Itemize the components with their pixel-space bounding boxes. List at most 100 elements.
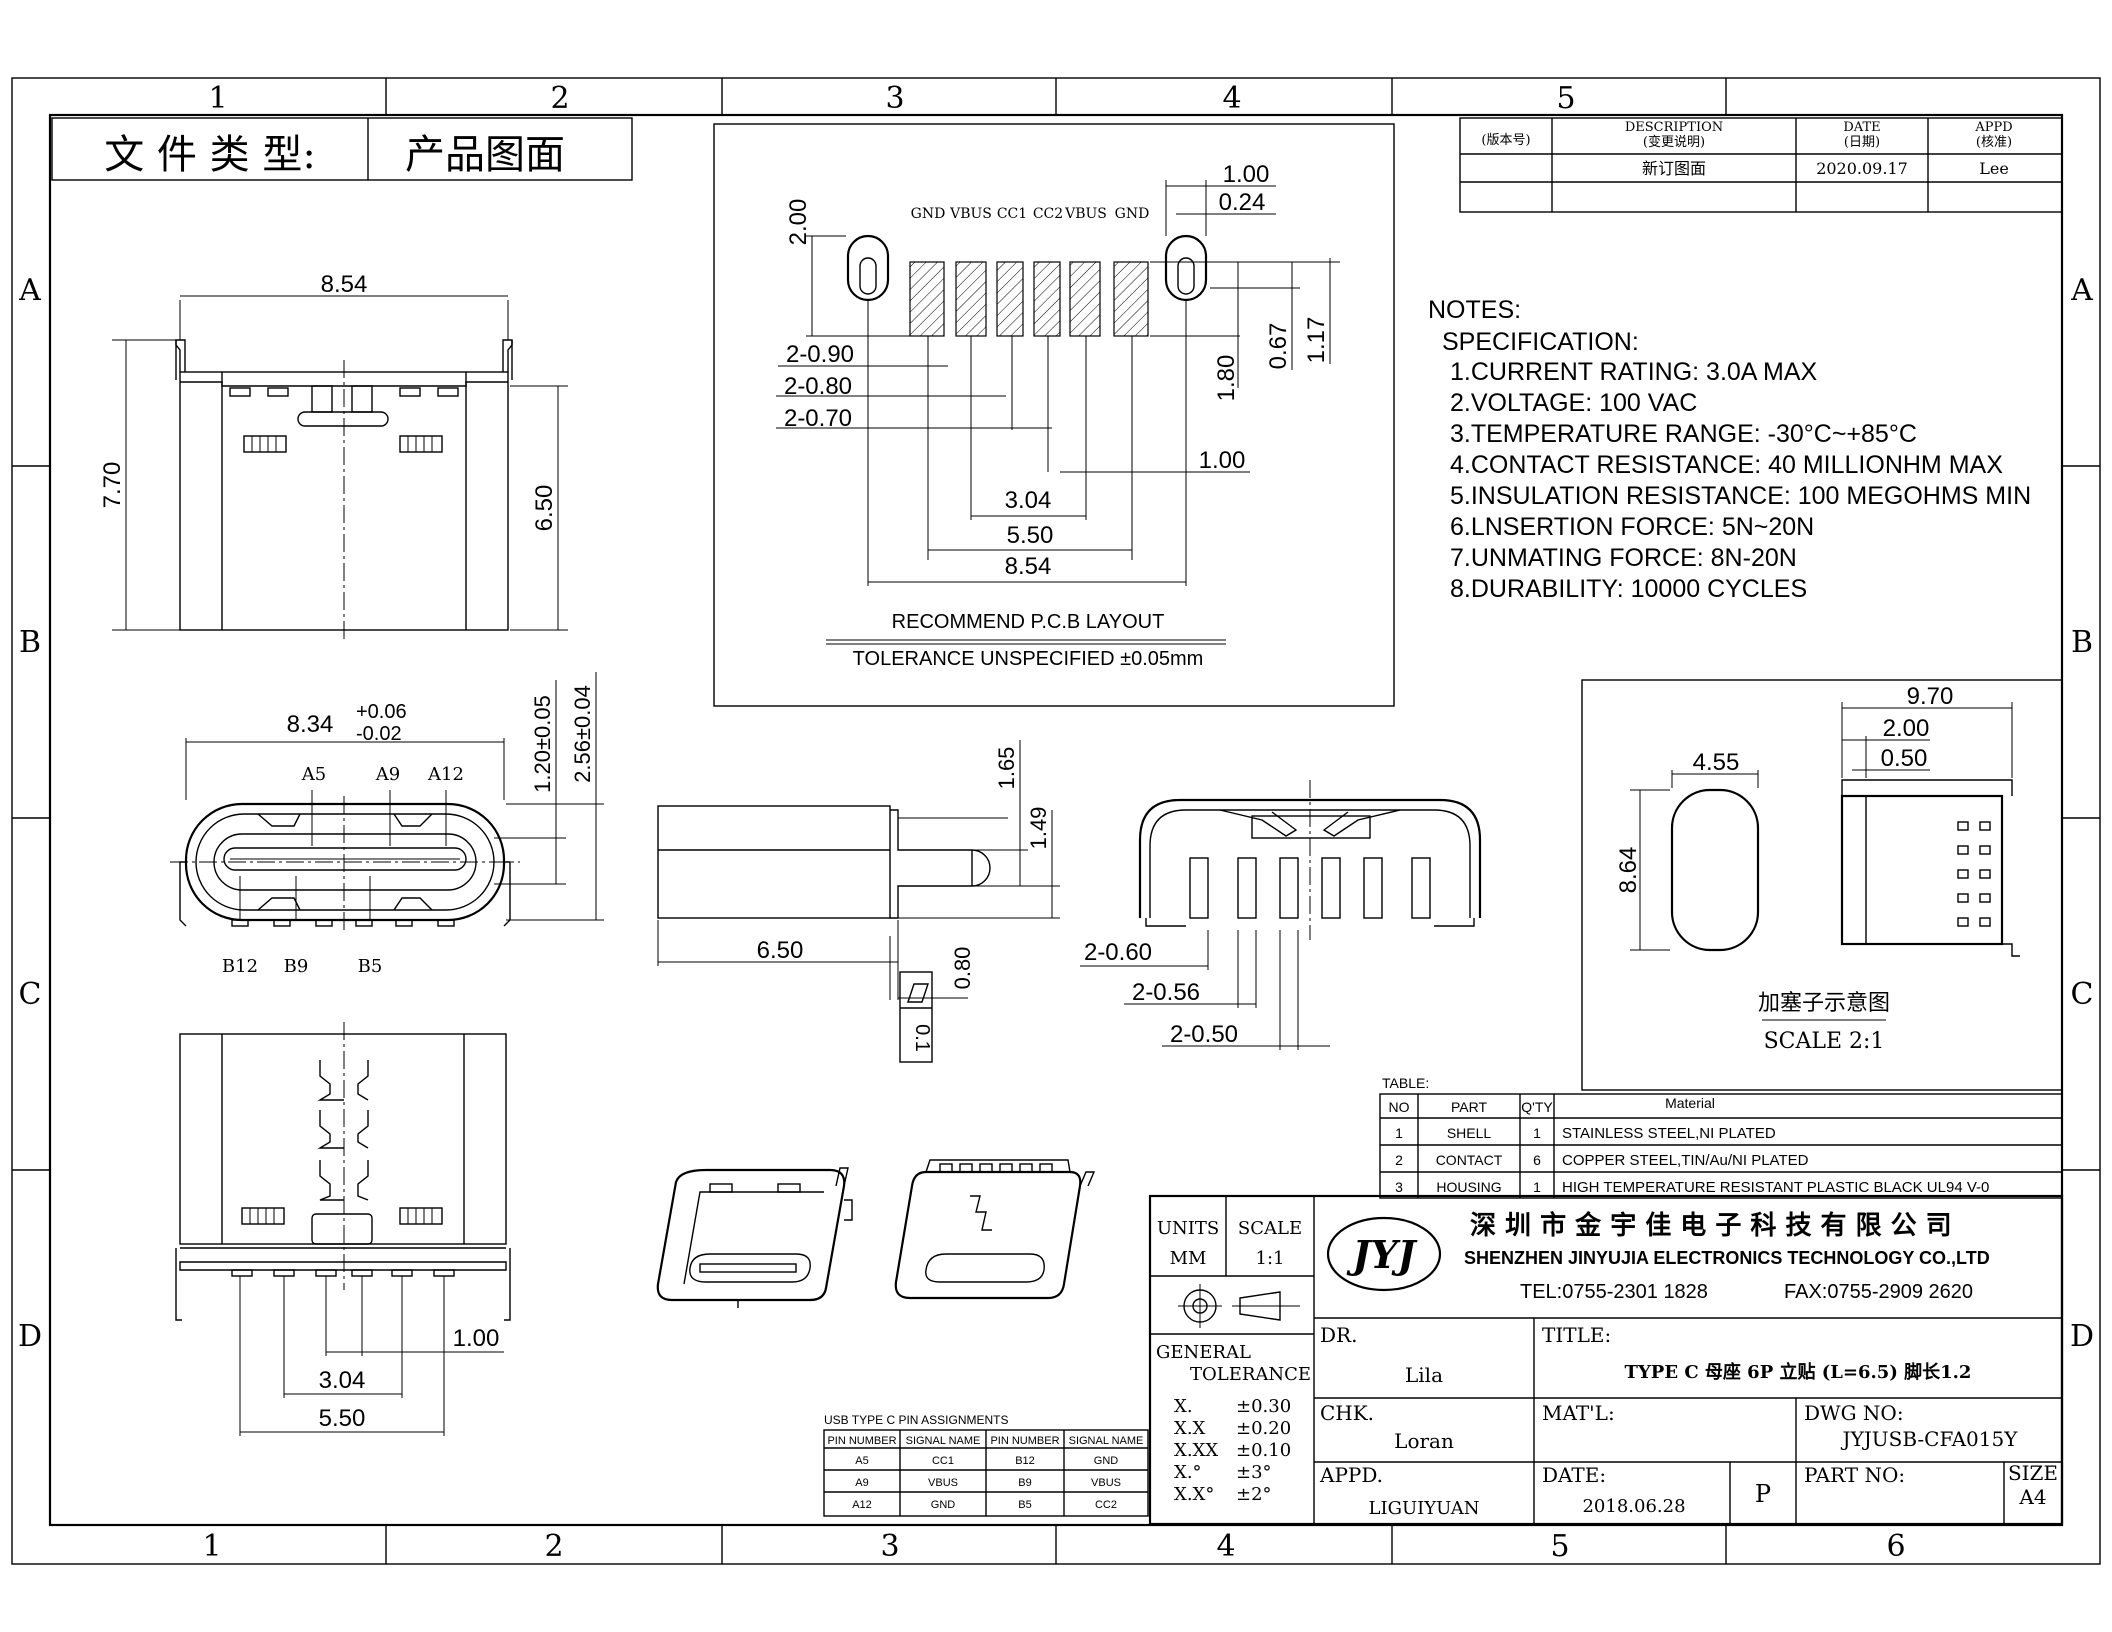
dim-width: 8.34 <box>287 711 334 738</box>
note-item: 7.UNMATING FORCE: 8N-20N <box>1450 544 1797 572</box>
row-label: C <box>2071 977 2094 1012</box>
isometric-view-1 <box>656 1167 853 1308</box>
bom-cell: CONTACT <box>1436 1152 1503 1168</box>
pin-table-header: SIGNAL NAME <box>1069 1435 1144 1447</box>
dim-1.49: 1.49 <box>1026 807 1051 850</box>
dim-tol-minus: -0.02 <box>356 723 402 745</box>
latch-window-left <box>243 435 287 453</box>
dim-8.54: 8.54 <box>1005 553 1052 580</box>
doc-type-box: 文 件 类 型: 产品图面 <box>51 117 633 181</box>
bom-cell: 6 <box>1533 1152 1541 1168</box>
note-item: 5.INSULATION RESISTANCE: 100 MEGOHMS MIN <box>1450 482 2031 510</box>
flatness-value: 0.1 <box>911 1024 933 1052</box>
pin-assignment-table: USB TYPE C PIN ASSIGNMENTS PIN NUMBER SI… <box>823 1413 1149 1517</box>
row-label: A <box>18 273 41 308</box>
pin-table-cell: B9 <box>1018 1477 1031 1489</box>
dim-height-body: 6.50 <box>531 485 558 532</box>
dim-1.17: 1.17 <box>1303 317 1330 364</box>
dim-5.50: 5.50 <box>319 1405 366 1432</box>
top-view: 8.54 7.70 6.50 <box>99 271 568 640</box>
col-label: 2 <box>544 1529 563 1564</box>
pin-a12-label: A12 <box>427 764 464 785</box>
bom-material: STAINLESS STEEL,NI PLATED <box>1562 1125 1776 1142</box>
dim-2-0.90: 2-0.90 <box>786 341 854 368</box>
dim-2-0.70: 2-0.70 <box>784 405 852 432</box>
scale-value: 1:1 <box>1256 1248 1285 1269</box>
rev-desc: 新订图面 <box>1642 159 1706 178</box>
rev-header-desc: DESCRIPTION <box>1625 120 1723 135</box>
logo-text: JYJ <box>1346 1232 1418 1277</box>
tolerance-title: GENERAL <box>1156 1342 1251 1363</box>
tolerance-value: ±3° <box>1236 1462 1272 1483</box>
company-name-en: SHENZHEN JINYUJIA ELECTRONICS TECHNOLOGY… <box>1464 1248 1990 1268</box>
pin-label: VBUS <box>949 206 992 222</box>
dim-2-0.56: 2-0.56 <box>1132 979 1200 1006</box>
pcb-caption: RECOMMEND P.C.B LAYOUT <box>892 611 1165 633</box>
col-label: 2 <box>550 81 569 116</box>
dim-0.80: 0.80 <box>950 947 975 990</box>
date-value: 2018.06.28 <box>1582 1496 1685 1517</box>
tolerance-value: ±0.30 <box>1236 1396 1291 1417</box>
dim-height-1: 1.20±0.05 <box>530 695 555 793</box>
pad-vbus <box>955 261 987 337</box>
dwg-no-label: DWG NO: <box>1804 1401 1904 1425</box>
dim-1.65: 1.65 <box>994 747 1019 790</box>
notes: NOTES: SPECIFICATION: 1.CURRENT RATING: … <box>1428 296 2031 603</box>
pin-table-header: PIN NUMBER <box>827 1435 896 1447</box>
col-label: 4 <box>1216 1529 1235 1564</box>
bom-header: Material <box>1665 1095 1715 1111</box>
pin-b9-label: B9 <box>284 956 309 977</box>
tolerance-key: X.° <box>1174 1462 1202 1483</box>
scale-label: SCALE <box>1238 1218 1302 1239</box>
bom-material: COPPER STEEL,TIN/Au/NI PLATED <box>1562 1152 1809 1169</box>
tolerance-value: ±0.10 <box>1236 1440 1291 1461</box>
row-label: C <box>19 977 42 1012</box>
note-item: 8.DURABILITY: 10000 CYCLES <box>1450 575 1807 603</box>
latch-window-right <box>399 1207 443 1225</box>
dim-height-2: 2.56±0.04 <box>570 685 595 783</box>
bom-header: Q'TY <box>1521 1099 1553 1115</box>
pad-gnd <box>1113 261 1149 337</box>
bom-label: TABLE: <box>1382 1075 1429 1091</box>
chk-value: Loran <box>1394 1429 1454 1453</box>
tolerance-value: ±2° <box>1236 1484 1272 1505</box>
rear-view: 2-0.60 2-0.56 2-0.50 <box>1080 780 1482 1050</box>
pin-a5-label: A5 <box>301 764 326 785</box>
bom-table: TABLE: NO PART Q'TY Material 1 SHELL 1 2… <box>1379 1075 2063 1199</box>
rev-header-date-cn: (日期) <box>1844 135 1880 150</box>
note-item: 4.CONTACT RESISTANCE: 40 MILLIONHM MAX <box>1450 451 2003 479</box>
pin-table-cell: VBUS <box>1091 1477 1121 1489</box>
latch-window-right <box>399 435 443 453</box>
row-label: D <box>2070 1319 2094 1354</box>
pin-table-cell: A5 <box>855 1455 868 1467</box>
dim-0.50: 0.50 <box>1881 745 1928 772</box>
pin-b12-label: B12 <box>222 956 258 977</box>
dim-0.24: 0.24 <box>1219 189 1266 216</box>
bom-cell: HOUSING <box>1436 1179 1501 1195</box>
dim-1.00-mid: 1.00 <box>1199 447 1246 474</box>
dim-height: 7.70 <box>99 462 126 509</box>
row-label: D <box>18 1319 42 1354</box>
flatness-icon <box>907 983 929 1003</box>
note-item: 6.LNSERTION FORCE: 5N~20N <box>1450 513 1814 541</box>
plug-caption: 加塞子示意图 <box>1758 991 1890 1016</box>
projection-icon <box>1178 1284 1300 1328</box>
pin-label: GND <box>911 206 946 222</box>
dim-1.00-top: 1.00 <box>1223 161 1270 188</box>
bom-header: PART <box>1451 1099 1487 1115</box>
doc-type-label: 文 件 类 型: <box>104 132 316 178</box>
bom-cell: SHELL <box>1447 1125 1492 1141</box>
chk-label: CHK. <box>1320 1401 1374 1425</box>
isometric-view-2 <box>894 1159 1096 1300</box>
pin-table-header: PIN NUMBER <box>990 1435 1059 1447</box>
pin-table-title: USB TYPE C PIN ASSIGNMENTS <box>824 1413 1009 1427</box>
rev-header-appd: APPD <box>1974 120 2012 135</box>
dim-2-0.80: 2-0.80 <box>784 373 852 400</box>
company-tel: TEL:0755-2301 1828 <box>1520 1281 1708 1303</box>
doc-type-value: 产品图面 <box>405 132 565 178</box>
revision-table: (版本号) DESCRIPTION (变更说明) DATE (日期) APPD … <box>1459 117 2063 213</box>
pin-table-cell: GND <box>931 1499 956 1511</box>
plug-outline <box>1670 788 1760 952</box>
slot-right <box>1164 234 1208 302</box>
dr-value: Lila <box>1405 1363 1443 1387</box>
